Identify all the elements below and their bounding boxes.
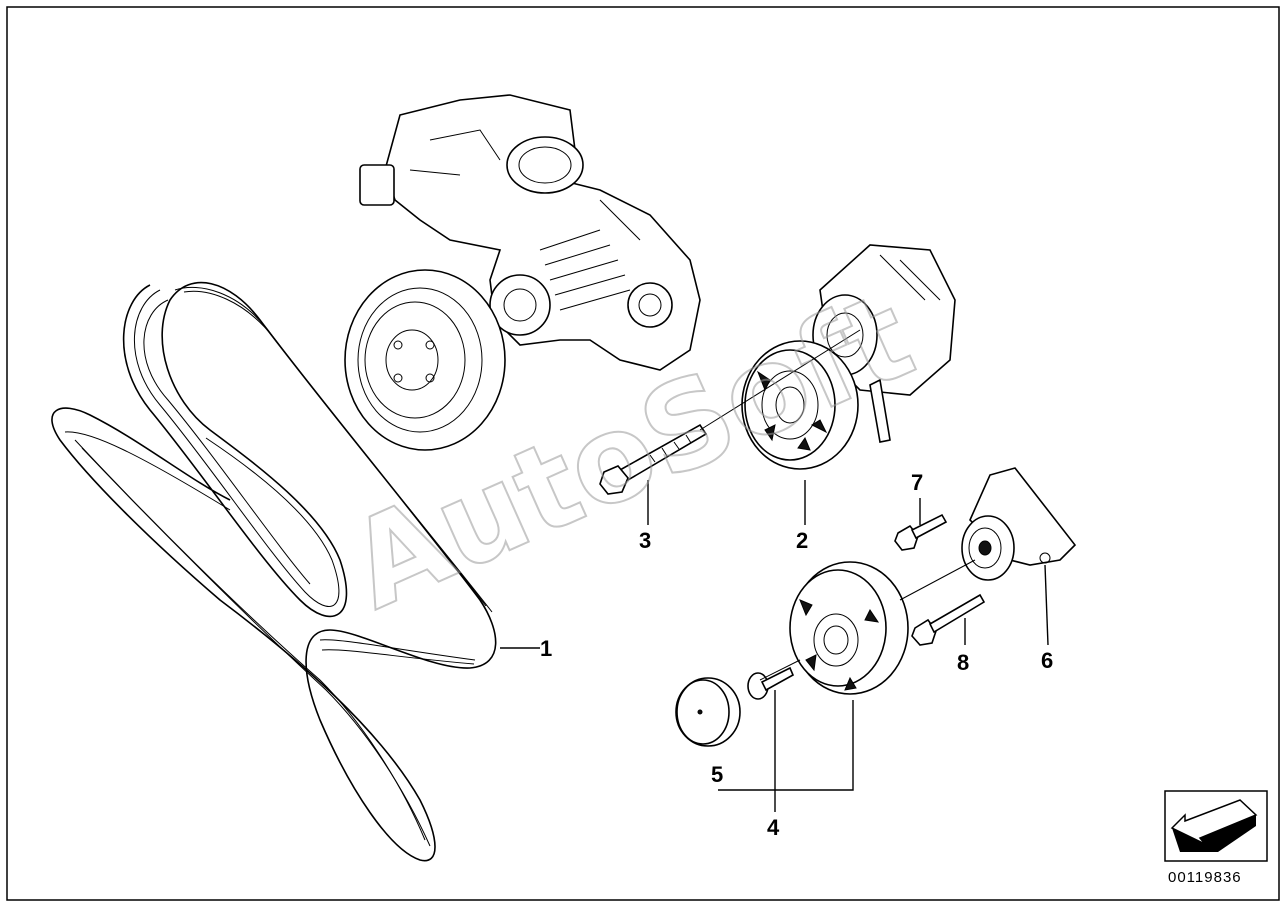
- callout-3: 3: [639, 528, 651, 553]
- callout-6: 6: [1041, 648, 1053, 673]
- bolt-long: [599, 423, 708, 495]
- direction-arrow-icon: [1164, 790, 1268, 862]
- idler-pulley: [789, 561, 909, 695]
- bolt-washer: [747, 666, 795, 700]
- callout-5: 5: [711, 762, 723, 787]
- bracket-pulley: [961, 467, 1077, 581]
- drive-belt: [51, 281, 497, 862]
- crank-pulley: [344, 269, 506, 451]
- callout-2: 2: [796, 528, 808, 553]
- callout-1: 1: [540, 636, 552, 661]
- leader-lines: [500, 329, 1049, 812]
- dust-cap: [675, 677, 741, 747]
- callout-7: 7: [911, 470, 923, 495]
- water-pump-assembly: [359, 94, 701, 371]
- bolt-medium: [911, 593, 986, 646]
- tension-pulley: [741, 340, 859, 470]
- callout-8: 8: [957, 650, 969, 675]
- diagram-frame: [6, 6, 1280, 901]
- reference-number: 00119836: [1168, 869, 1242, 886]
- callout-4: 4: [767, 815, 780, 840]
- bolt-small: [894, 513, 948, 551]
